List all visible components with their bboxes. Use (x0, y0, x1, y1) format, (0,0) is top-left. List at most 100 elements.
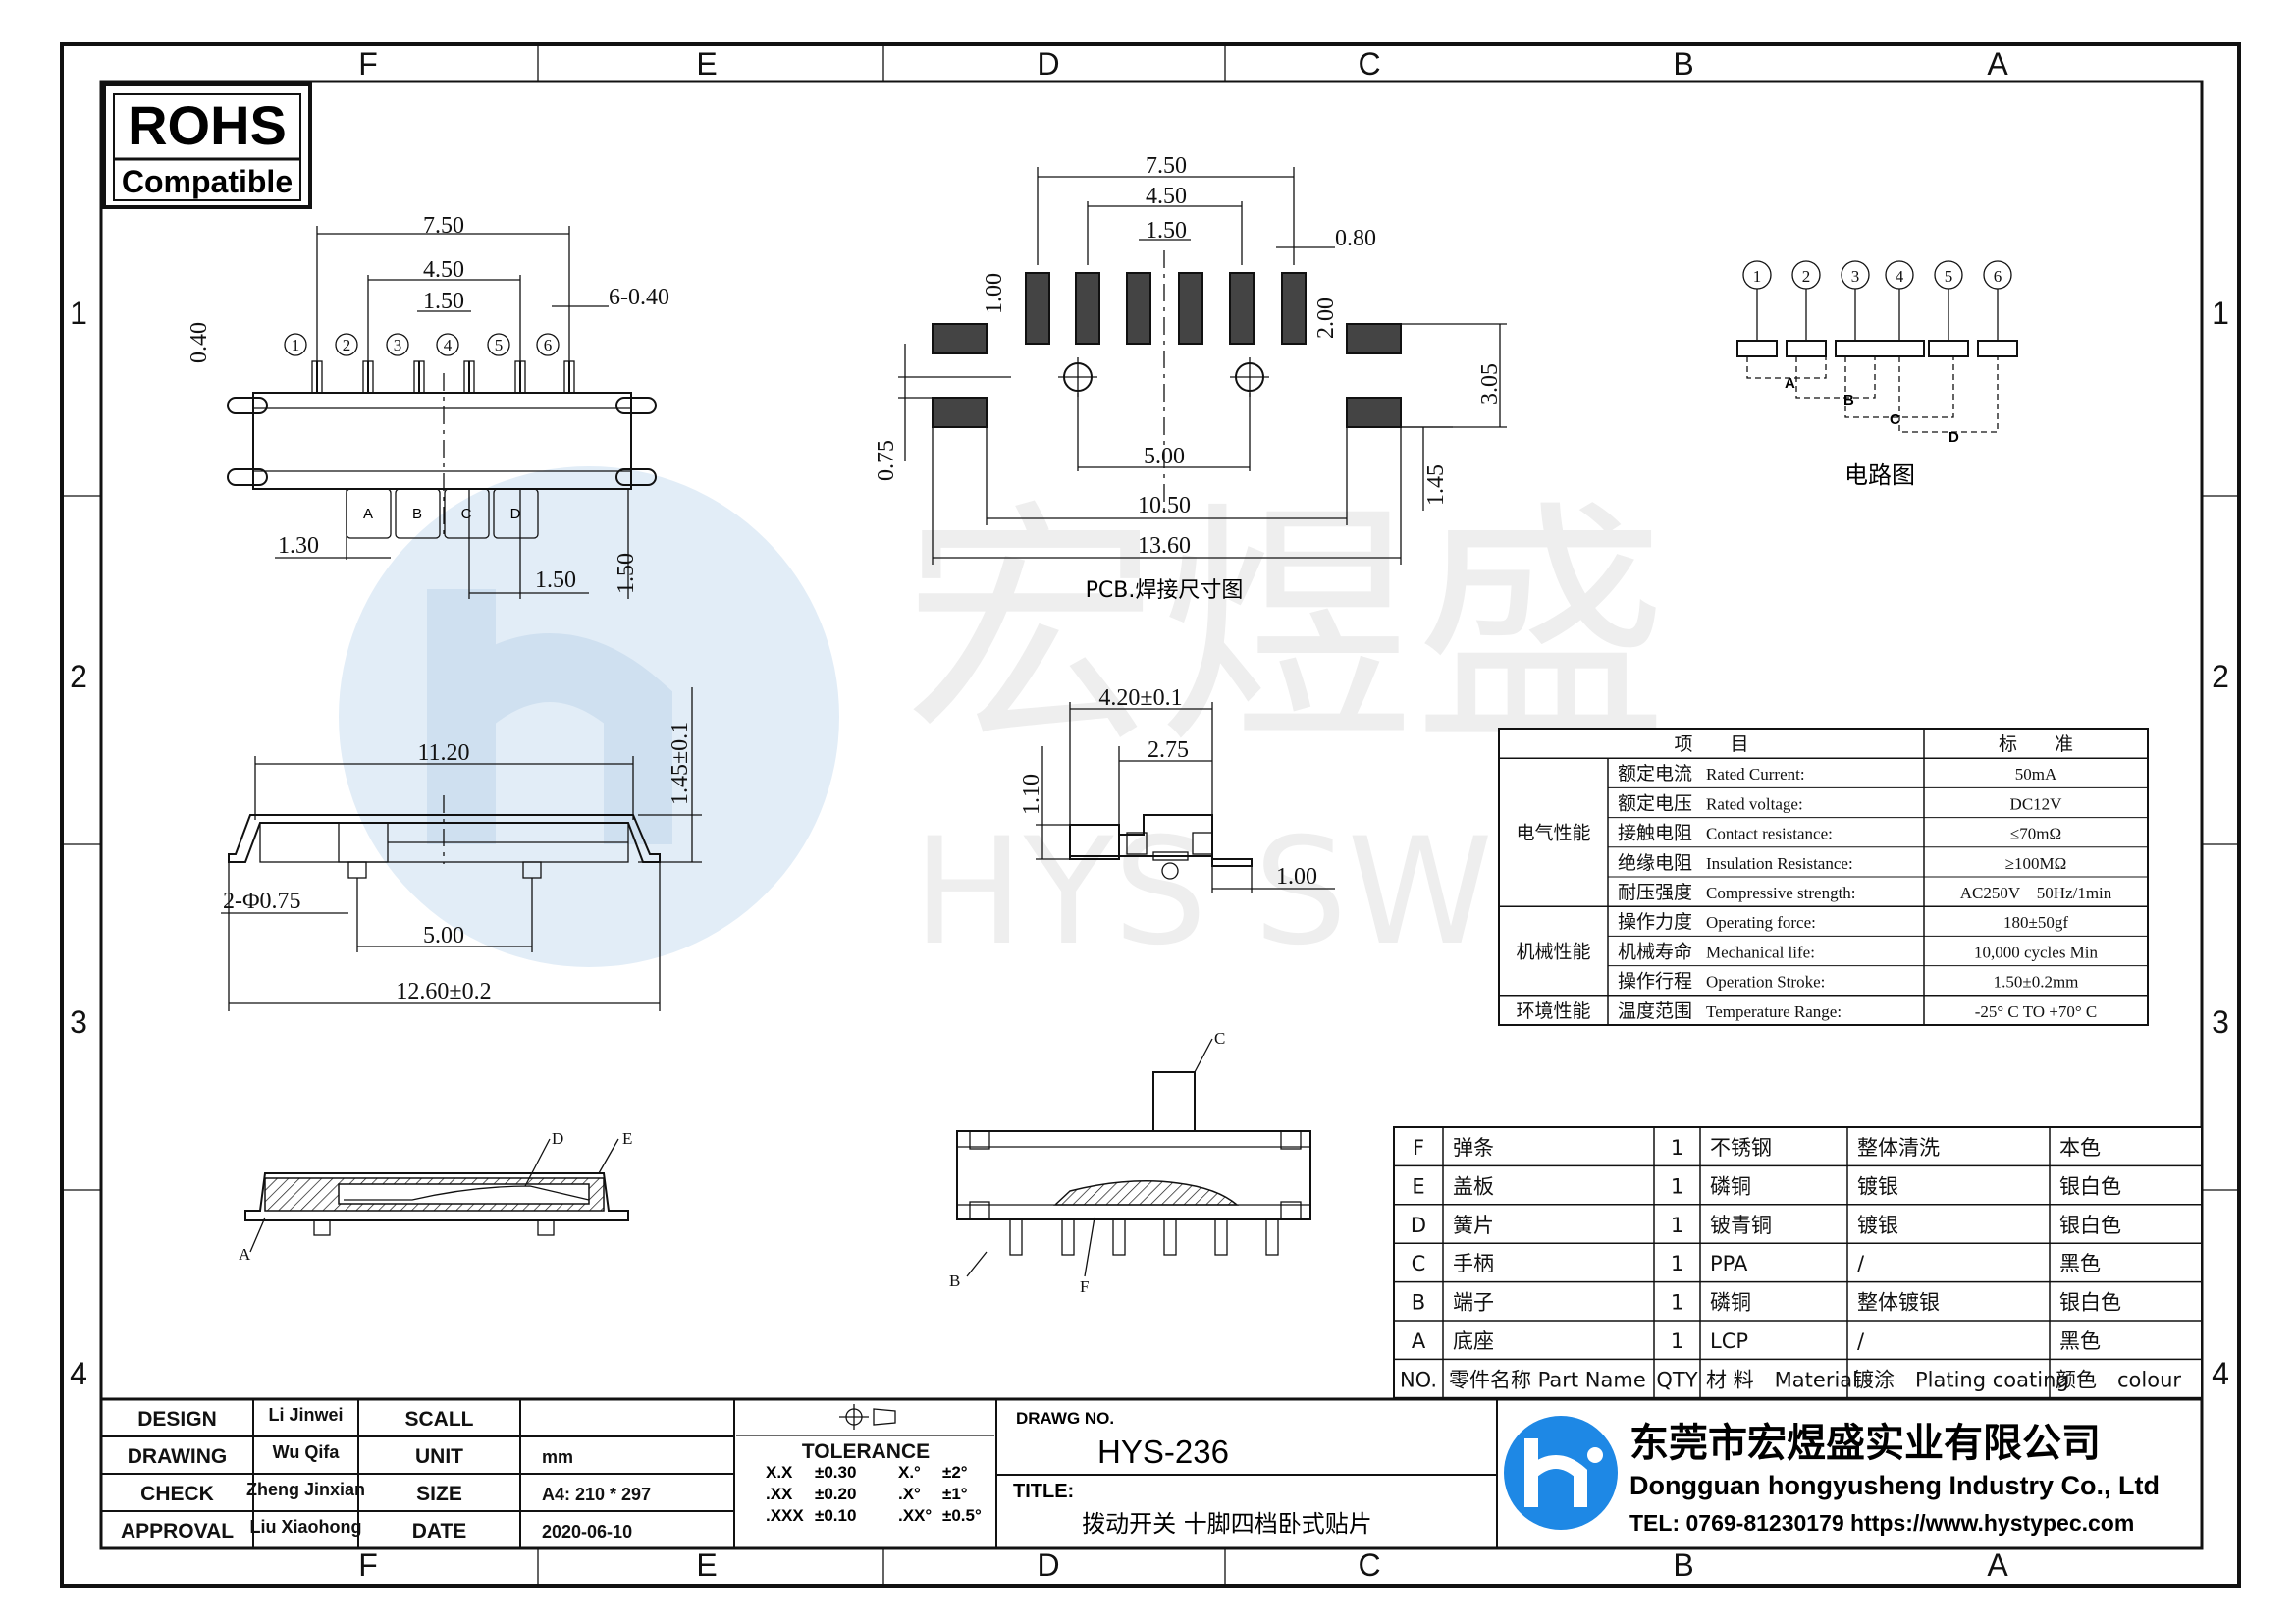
top-dim-pins: 6-0.40 (609, 285, 669, 310)
circuit-position-label: D (1949, 429, 1959, 446)
tol-angle-key: .X° (898, 1485, 921, 1503)
front-dim-holes: 2-Φ0.75 (223, 889, 301, 914)
pcb-dim-1-00: 1.00 (982, 273, 1007, 314)
section-view: D E A (239, 1129, 632, 1264)
zone-col-top: C (1358, 46, 1380, 81)
bom-cell-qty: 1 (1671, 1174, 1683, 1198)
tb-person: Wu Qifa (273, 1442, 341, 1462)
pin-label: 4 (444, 336, 453, 354)
assembly-pin (1112, 1218, 1126, 1256)
pin-circle (386, 333, 409, 356)
tb-label: DESIGN (137, 1408, 217, 1431)
zone-col-top: D (1037, 46, 1059, 81)
zone-row-left: 3 (70, 1004, 87, 1040)
outer-frame (60, 42, 2241, 1588)
bom-cell-name: 盖板 (1453, 1174, 1494, 1198)
position-tab (395, 488, 441, 539)
tol-angle-key: X.° (898, 1463, 921, 1482)
spec-value: 50mA (2015, 765, 2057, 784)
circuit-pin-label: 4 (1896, 267, 1904, 286)
spec-param-en: Contact resistance: (1706, 825, 1833, 843)
assembly-pin (1265, 1218, 1279, 1256)
spec-value: ≤70mΩ (2010, 825, 2061, 843)
assembly-pin (1163, 1218, 1177, 1256)
pcb-dim-13-60: 13.60 (1138, 533, 1191, 559)
side-dim-1-00: 1.00 (1276, 864, 1317, 890)
bom-cell-plating: / (1857, 1329, 1865, 1353)
top-dim-7-50: 7.50 (423, 213, 464, 239)
tb-value: 2020-06-10 (542, 1522, 632, 1542)
front-view: 11.20 1.45±0.1 5.00 2-Φ0.75 12.60±0.2 (221, 687, 702, 1011)
spec-header-item: 项 目 (1674, 733, 1748, 755)
bom-cell-no: B (1412, 1291, 1425, 1315)
bom-cell-no: E (1412, 1174, 1424, 1198)
circuit-pin-label: 3 (1851, 267, 1860, 286)
pin-label: 6 (544, 336, 553, 354)
zone-row-right: 2 (2212, 659, 2229, 694)
spec-param-en: Rated Current: (1706, 765, 1805, 784)
position-tab (493, 488, 539, 539)
assembly-pin (1214, 1218, 1228, 1256)
pin-label: 5 (495, 336, 504, 354)
spec-value: -25° C TO +70° C (1975, 1002, 2098, 1021)
top-dim-1-30: 1.30 (278, 533, 319, 559)
bom-cell-qty: 1 (1671, 1136, 1683, 1160)
bom-cell-material: LCP (1710, 1329, 1748, 1353)
bom-cell-colour: 黑色 (2059, 1329, 2101, 1353)
pcb-dim-1-45: 1.45 (1423, 464, 1449, 506)
pcb-caption: PCB.焊接尺寸图 (1086, 578, 1244, 603)
tol-angle-value: ±2° (942, 1463, 968, 1482)
assembly-view: C B F (949, 1029, 1311, 1296)
front-dim-5-00: 5.00 (423, 923, 464, 948)
tb-value: mm (542, 1447, 573, 1467)
circuit-pin-label: 1 (1753, 267, 1762, 286)
pin-circle (436, 333, 459, 356)
tb-key: UNIT (415, 1445, 463, 1468)
pcb-dim-7-50: 7.50 (1146, 153, 1187, 179)
pcb-dim-0-75: 0.75 (874, 440, 899, 481)
zone-col-bottom: F (358, 1547, 378, 1583)
tol-key: .XXX (766, 1506, 804, 1525)
pcb-pad (1178, 272, 1203, 345)
zone-col-bottom: B (1673, 1547, 1693, 1583)
position-label: A (363, 506, 373, 522)
assembly-pin (1061, 1218, 1075, 1256)
bom-header-colour: 颜色 colour (2056, 1368, 2181, 1391)
tb-key: DATE (412, 1520, 467, 1543)
bom-cell-material: PPA (1710, 1252, 1748, 1275)
zone-row-left: 4 (70, 1356, 87, 1391)
tb-label: APPROVAL (121, 1520, 234, 1543)
spec-param-cn: 温度范围 (1618, 1001, 1692, 1022)
company-en: Dongguan hongyusheng Industry Co., Ltd (1629, 1471, 2160, 1500)
spec-group-name: 电气性能 (1516, 823, 1590, 844)
pcb-dim-0-80: 0.80 (1335, 226, 1376, 251)
spec-param-en: Compressive strength: (1706, 884, 1856, 902)
section-label-a: A (239, 1245, 251, 1264)
pcb-pad (1025, 272, 1050, 345)
bom-cell-material: 不锈钢 (1710, 1136, 1772, 1160)
pcb-pad (1229, 272, 1255, 345)
zone-row-left: 1 (70, 296, 87, 331)
position-tab (444, 488, 490, 539)
pcb-dim-5-00: 5.00 (1144, 444, 1185, 469)
spec-param-cn: 操作力度 (1618, 911, 1692, 933)
spec-value: 180±50gf (2003, 913, 2068, 932)
pcb-dim-3-05: 3.05 (1477, 363, 1503, 405)
tol-value: ±0.10 (815, 1506, 856, 1525)
tb-key: SIZE (416, 1483, 462, 1505)
spec-group-name: 机械性能 (1516, 942, 1590, 963)
spec-param-cn: 接触电阻 (1618, 823, 1692, 844)
spec-value: DC12V (2010, 794, 2063, 813)
side-dim-1-10: 1.10 (1019, 774, 1044, 815)
bom-cell-name: 簧片 (1453, 1214, 1494, 1237)
bom-cell-name: 端子 (1453, 1291, 1494, 1315)
position-label: D (510, 506, 521, 522)
front-dim-1-45: 1.45±0.1 (667, 722, 693, 805)
rohs-subtitle: Compatible (122, 164, 293, 199)
spec-header-standard: 标 准 (1999, 733, 2073, 755)
